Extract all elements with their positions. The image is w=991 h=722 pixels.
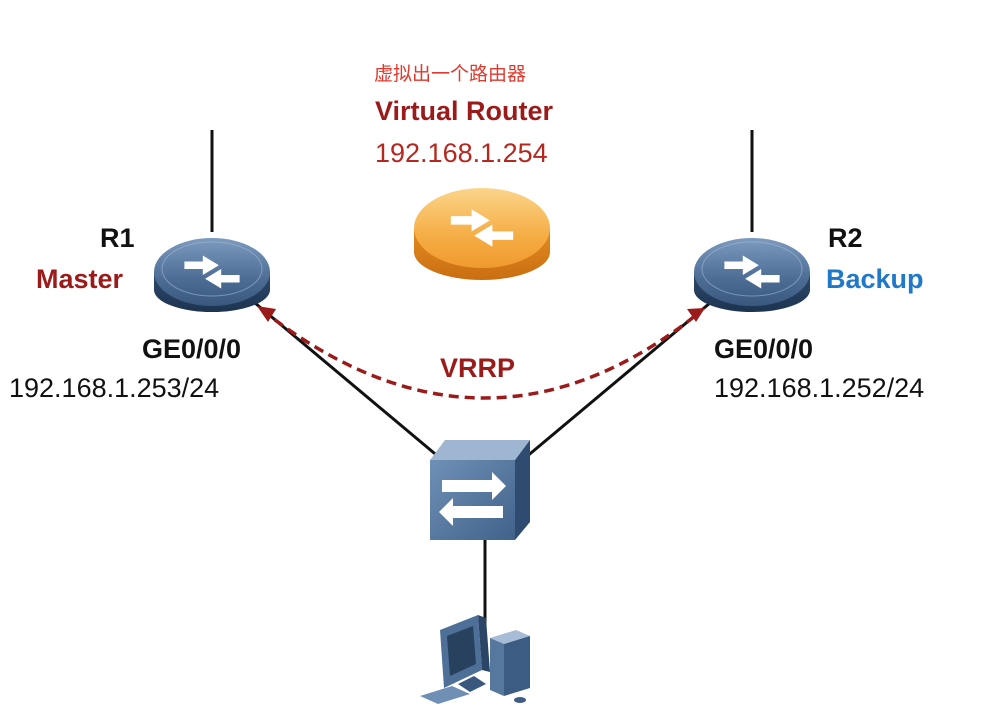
r1-ip: 192.168.1.253/24 — [9, 373, 220, 403]
pc-icon — [420, 615, 530, 704]
r1-interface: GE0/0/0 — [142, 334, 242, 364]
virtual-router-icon — [414, 188, 550, 280]
router-icon — [154, 238, 270, 312]
r1-role: Master — [36, 264, 124, 294]
virtual-router-subtitle: 虚拟出一个路由器 — [374, 63, 527, 85]
router-icon — [694, 238, 810, 312]
r2-ip: 192.168.1.252/24 — [714, 373, 925, 403]
vrrp-arrow-right — [687, 308, 705, 322]
virtual-router-ip: 192.168.1.254 — [375, 138, 548, 168]
vrrp-label: VRRP — [440, 353, 516, 383]
vrrp-heartbeat-arc — [260, 308, 702, 400]
vrrp-arrow-left — [257, 306, 276, 322]
r2-interface: GE0/0/0 — [714, 334, 814, 364]
r1-name: R1 — [100, 223, 135, 253]
r1-switch-link — [254, 301, 441, 460]
r2-name: R2 — [828, 223, 863, 253]
switch-icon — [430, 440, 530, 540]
virtual-router-title: Virtual Router — [375, 96, 554, 126]
r2-role: Backup — [826, 264, 924, 294]
